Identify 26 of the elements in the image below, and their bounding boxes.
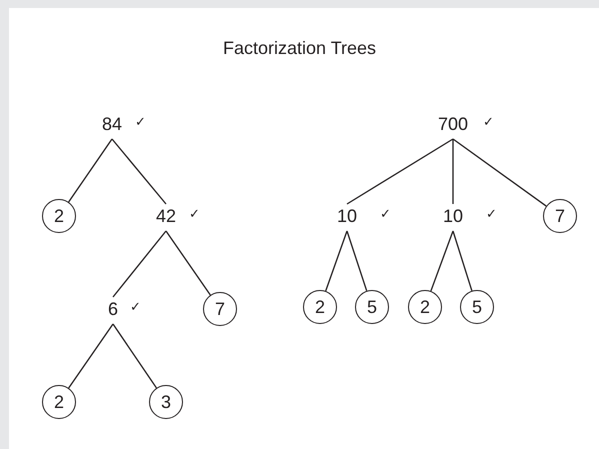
- check-mark: ✓: [380, 206, 391, 222]
- branch-line: [452, 230, 472, 291]
- branch-line: [430, 230, 454, 292]
- factor-number: 10: [441, 204, 465, 228]
- branch-line: [325, 230, 348, 292]
- diagram-title: Factorization Trees: [222, 38, 378, 59]
- branch-line: [346, 230, 368, 292]
- branch-line: [452, 139, 454, 204]
- factor-number: 84: [100, 112, 124, 136]
- factor-number: 10: [335, 204, 359, 228]
- branch-line: [112, 230, 166, 298]
- check-mark: ✓: [135, 114, 146, 130]
- branch-line: [112, 324, 157, 388]
- branch-line: [346, 138, 454, 205]
- check-mark: ✓: [486, 206, 497, 222]
- check-mark: ✓: [130, 299, 141, 315]
- check-mark: ✓: [483, 114, 494, 130]
- branch-line: [68, 324, 114, 388]
- check-mark: ✓: [189, 206, 200, 222]
- branch-line: [452, 138, 547, 207]
- branch-line: [165, 230, 211, 296]
- factor-number: 42: [154, 204, 178, 228]
- branch-line: [68, 138, 113, 202]
- factor-number: 700: [436, 112, 470, 136]
- branch-line: [112, 138, 166, 204]
- factor-number: 6: [106, 297, 120, 321]
